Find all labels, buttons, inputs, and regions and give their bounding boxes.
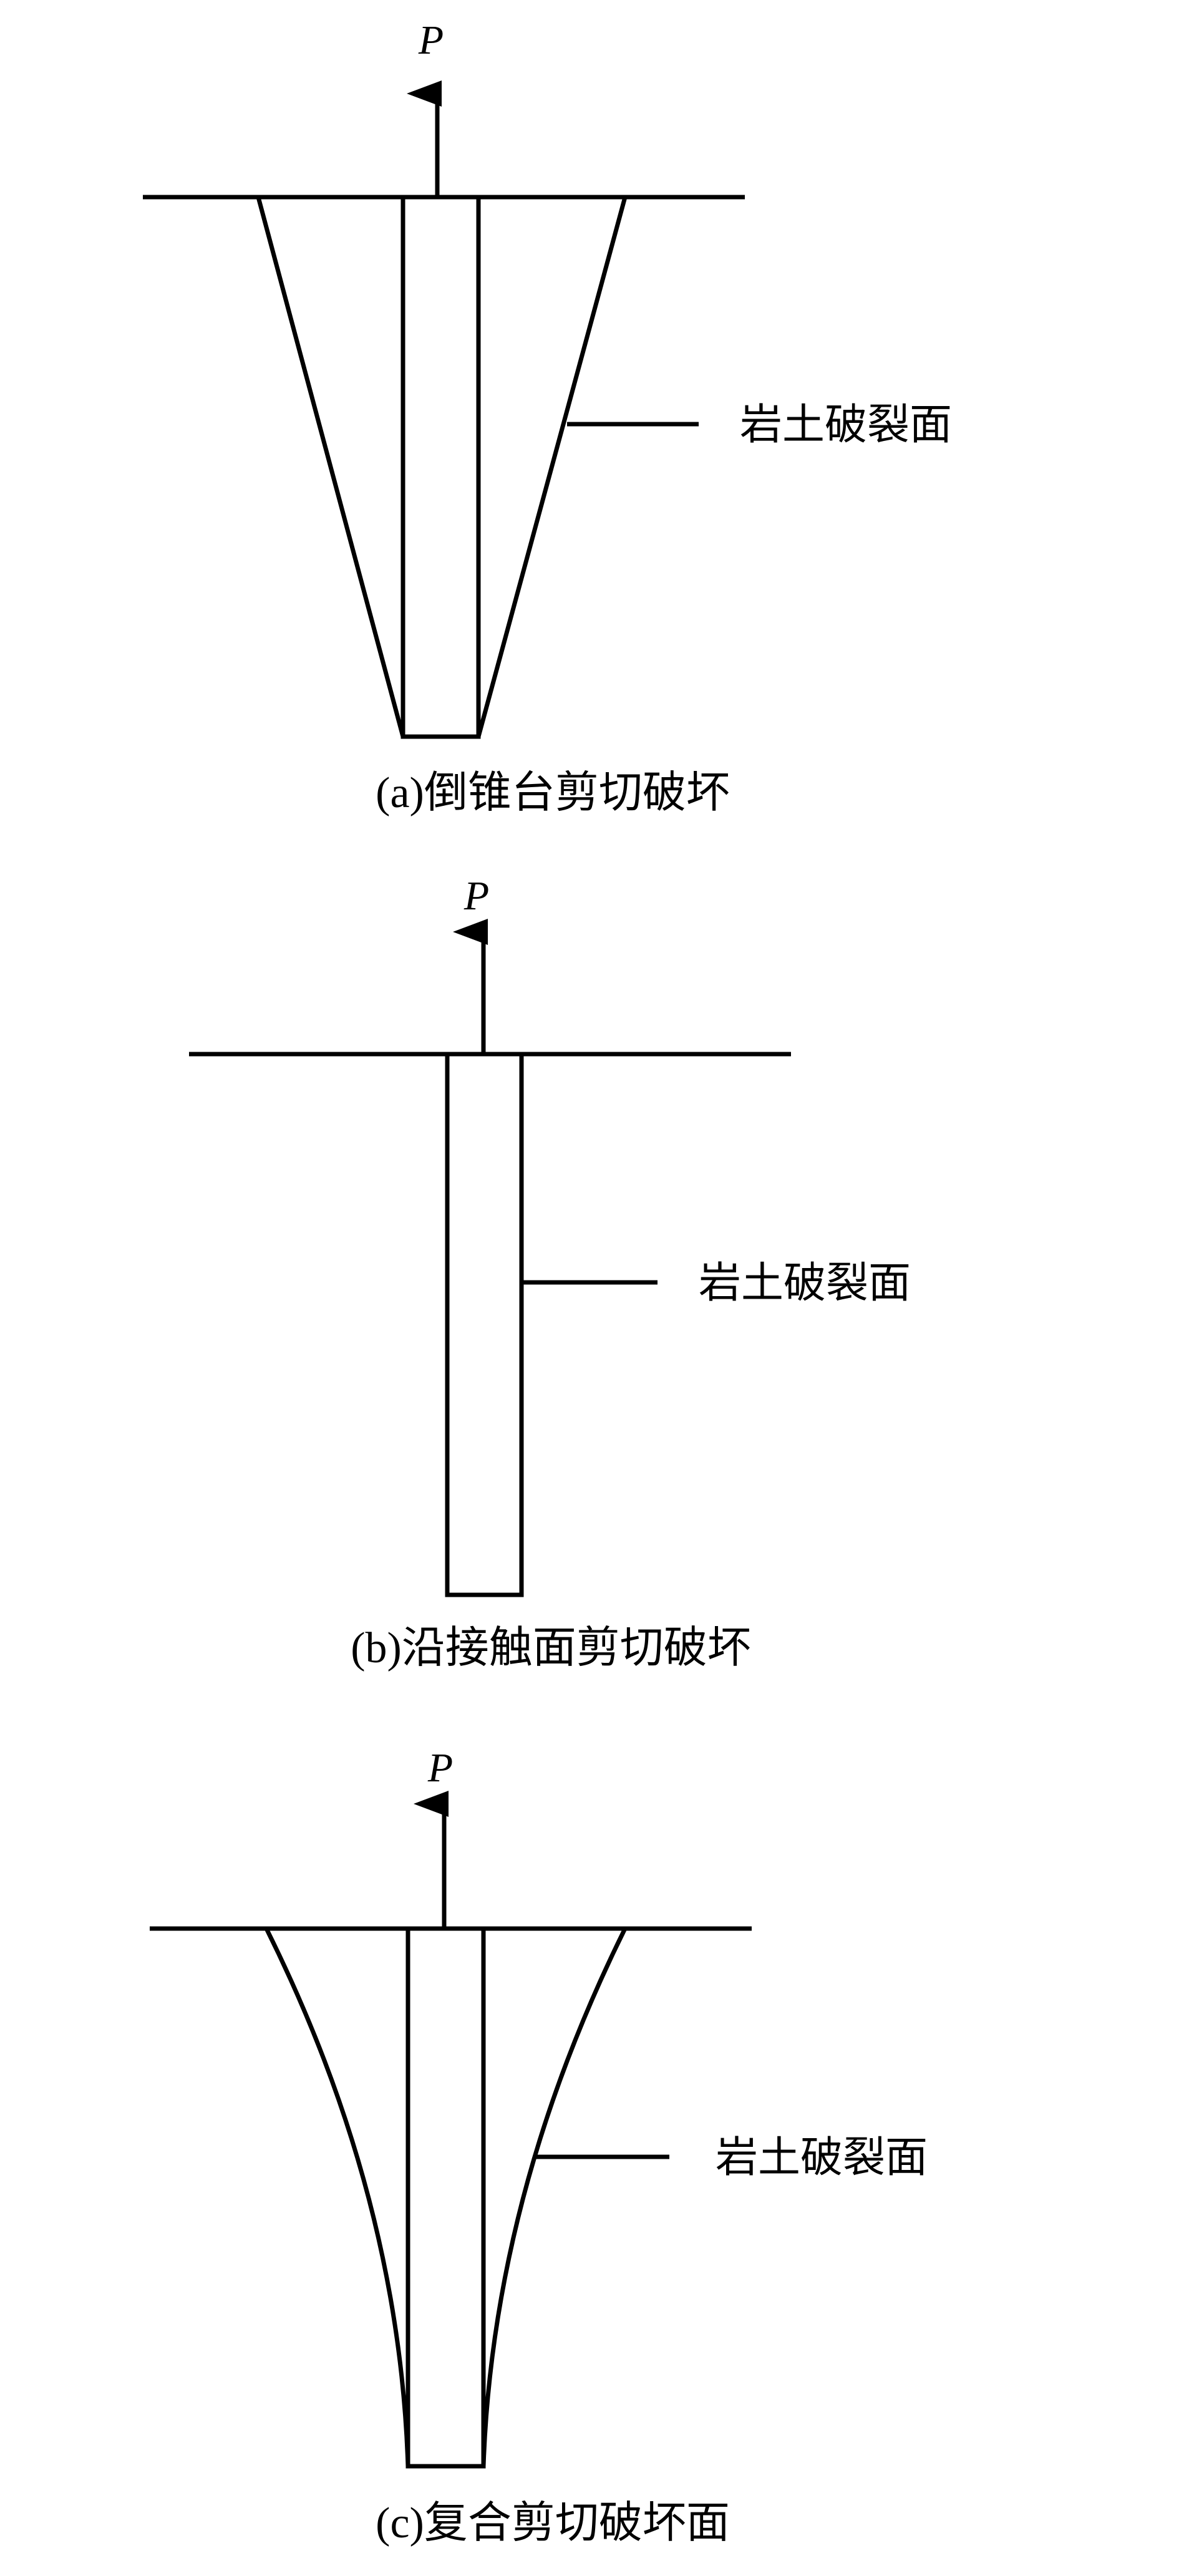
figure-a-inverted-cone-failure: P 岩土破裂面 (a)倒锥台剪切破坏	[143, 17, 952, 817]
pile	[405, 1926, 486, 2469]
load-label: P	[427, 1745, 453, 1791]
caption-b: (b)沿接触面剪切破坏	[351, 1624, 751, 1672]
pile	[445, 1052, 524, 1597]
pile	[400, 195, 481, 739]
figure-c-composite-shear-failure: P 岩土破裂面 (c)复合剪切破坏面	[150, 1745, 928, 2547]
caption-a: (a)倒锥台剪切破坏	[376, 769, 730, 817]
load-label: P	[463, 873, 489, 919]
failure-surface-right	[476, 196, 628, 737]
surface-label: 岩土破裂面	[699, 1259, 911, 1308]
failure-surface-left	[256, 196, 405, 737]
figure-b-interface-shear-failure: P 岩土破裂面 (b)沿接触面剪切破坏	[189, 873, 911, 1672]
failure-surface-left	[264, 1927, 410, 2467]
caption-c: (c)复合剪切破坏面	[376, 2499, 730, 2547]
load-label: P	[418, 17, 444, 63]
surface-label: 岩土破裂面	[740, 400, 952, 450]
surface-label: 岩土破裂面	[716, 2133, 928, 2182]
failure-surface-right	[481, 1927, 628, 2467]
